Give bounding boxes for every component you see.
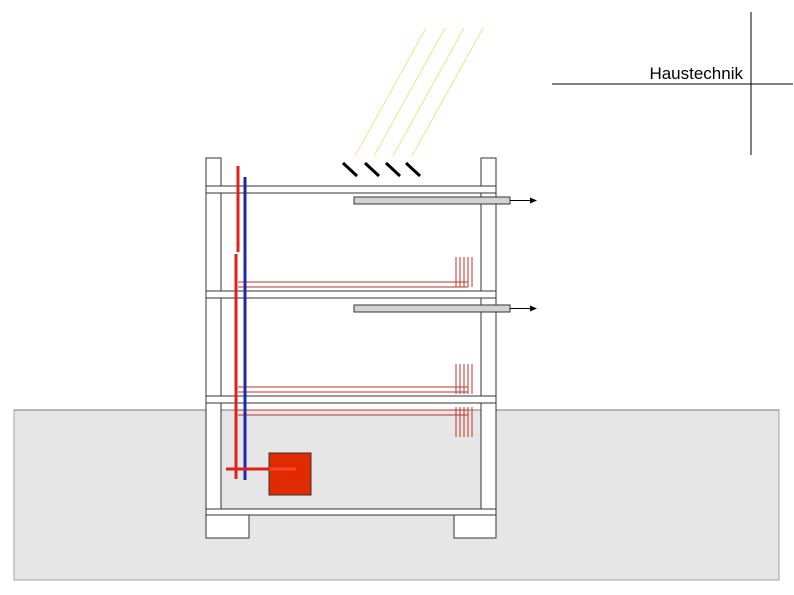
radiator-icon: [455, 407, 473, 437]
radiator-icon: [455, 364, 473, 394]
page-title: Haustechnik: [649, 64, 743, 83]
title-crosshair: [552, 12, 793, 155]
boiler-icon: [268, 452, 312, 496]
radiator-icon: [455, 257, 473, 287]
upper-floor-slab: [205, 290, 497, 299]
solar-collector-icon: [341, 161, 422, 178]
footing-left: [205, 514, 250, 539]
left-wall: [205, 157, 222, 511]
right-wall: [480, 157, 497, 511]
ventilation-duct-upper: [353, 196, 537, 205]
ground: [13, 409, 780, 581]
building-structure: [205, 157, 497, 539]
ventilation-duct-lower: [353, 304, 537, 313]
arrow-right-icon: [530, 305, 537, 312]
footing-right: [453, 514, 497, 539]
arrow-right-icon: [530, 197, 537, 204]
pipe-risers: [226, 166, 296, 480]
ground-floor-slab: [205, 395, 497, 404]
heating-lines: [238, 281, 468, 416]
basement-floor-slab: [205, 508, 497, 516]
sun-rays: [354, 27, 484, 157]
roof-slab: [205, 185, 497, 194]
